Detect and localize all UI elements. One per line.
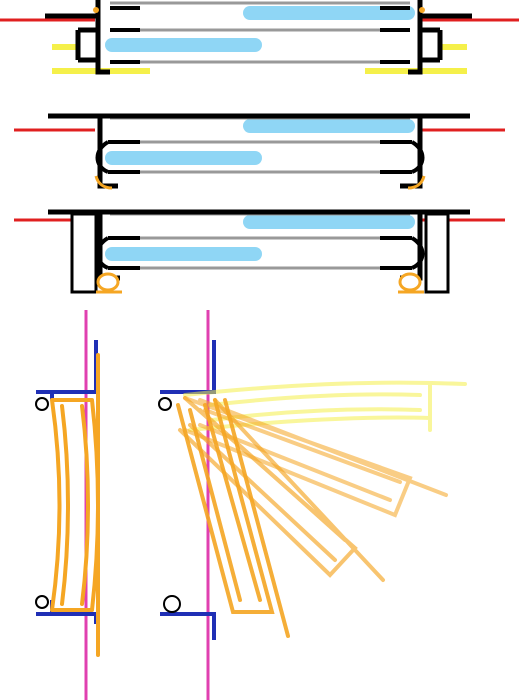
hinge-top	[35, 397, 49, 411]
hinge-bottom	[35, 595, 49, 609]
seal-right	[419, 7, 425, 13]
seal-left	[96, 272, 120, 292]
box-left	[70, 212, 98, 294]
hinge-top	[158, 397, 172, 411]
leaf-position-1	[176, 398, 290, 638]
frame-profile-right	[408, 0, 472, 75]
inner-frame	[95, 140, 425, 174]
flange-mounted-section	[14, 113, 505, 190]
seal-left	[93, 7, 99, 13]
closed-hatch	[35, 310, 100, 700]
seal-right	[398, 272, 422, 292]
bracket-bottom	[160, 612, 216, 640]
leaf-inner	[60, 404, 90, 606]
box-right	[424, 212, 450, 294]
inner-frame	[110, 6, 410, 64]
inner-frame	[95, 236, 425, 270]
leaf-outer	[50, 398, 100, 612]
hinge-bottom	[163, 595, 181, 613]
seal-right	[407, 175, 426, 190]
opening-hatch	[158, 310, 467, 700]
box-mounted-section	[14, 209, 505, 294]
bracket-top	[160, 340, 216, 394]
frame-profile-left	[97, 116, 118, 189]
seal-left	[94, 175, 113, 190]
clip-mounted-section	[0, 0, 519, 75]
frame-profile-right	[400, 116, 423, 189]
frame-profile-left	[45, 0, 110, 75]
